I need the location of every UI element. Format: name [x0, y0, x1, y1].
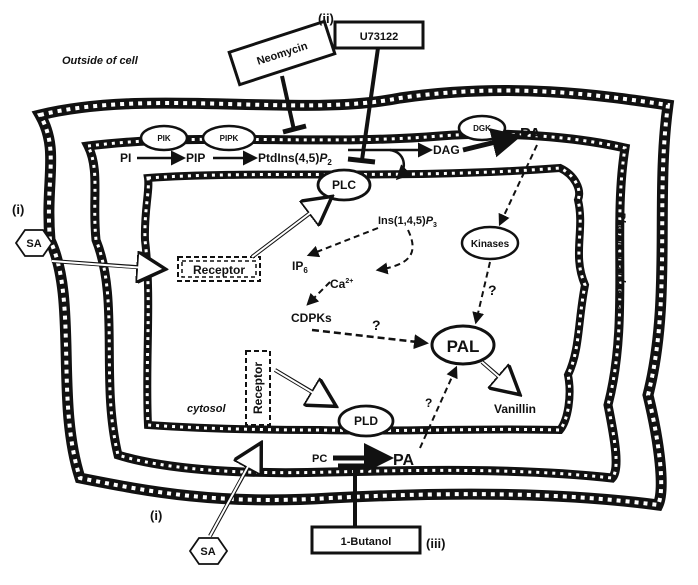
ptdins-to-ins-arrow	[389, 148, 412, 181]
q-cdpks: ?	[372, 317, 381, 333]
kinases-enzyme	[460, 225, 520, 261]
pal-label: PAL	[447, 337, 480, 356]
pa-to-kinases-arrow	[498, 144, 538, 227]
cdpks-label: CDPKs	[291, 311, 332, 325]
sa-signal-top: SA	[14, 229, 54, 257]
cytosol-boundary	[140, 163, 590, 435]
pld-label: PLD	[354, 414, 378, 428]
pa-bottom-label: PA	[393, 452, 414, 469]
vanillin-label: Vanillin	[494, 402, 536, 416]
pip-label: PIP	[186, 151, 205, 165]
cytosol-label: cytosol	[187, 403, 226, 415]
pa-top-label: PA	[520, 126, 541, 143]
marker-i-top: (i)	[12, 202, 24, 217]
ins-to-ip6-arrow	[306, 227, 379, 258]
pal-enzyme	[430, 324, 496, 366]
plc-label: PLC	[332, 178, 356, 192]
dag-to-pa-arrow	[462, 128, 522, 158]
ins-label: Ins(1,4,5)P3	[378, 215, 437, 229]
marker-iii: (iii)	[426, 536, 446, 551]
pik-label: PIK	[157, 134, 171, 143]
q-pa: ?	[425, 396, 432, 410]
butanol-inhibitor: 1-Butanol	[310, 463, 422, 555]
butanol-label: 1-Butanol	[341, 536, 392, 548]
pa-to-pal-arrow	[419, 365, 458, 449]
plc-enzyme	[316, 168, 372, 202]
plasma-membrane-label: Plasma membrane	[615, 212, 627, 309]
u73122-label: U73122	[360, 31, 399, 43]
ca-label: Ca2+	[330, 277, 353, 291]
neomycin-inhibitor: Neomycin	[227, 19, 337, 135]
ptdins-label: PtdIns(4,5)P2	[258, 151, 332, 167]
dgk-label: DGK	[473, 124, 491, 133]
sa-signal-bottom: SA	[188, 537, 229, 565]
receptor-bottom-label: Receptor	[251, 362, 265, 414]
marker-i-bottom: (i)	[150, 508, 162, 523]
pld-enzyme	[337, 404, 395, 438]
ca-to-cdpks-arrow	[306, 281, 331, 306]
marker-ii: (ii)	[318, 11, 334, 26]
dag-label: DAG	[433, 143, 460, 157]
q-kinases: ?	[488, 282, 497, 298]
plasma-membrane	[31, 84, 675, 511]
pipk-label: PIPK	[220, 134, 239, 143]
pc-label: PC	[312, 453, 327, 465]
receptor-bottom: Receptor	[245, 350, 271, 426]
outside-cell-label: Outside of cell	[62, 55, 139, 67]
cdpks-to-pal-arrow	[311, 328, 429, 350]
sa-top-label: SA	[26, 238, 41, 250]
pipk-enzyme	[201, 124, 257, 152]
receptor-top: Receptor	[177, 256, 261, 282]
pi-label: PI	[120, 151, 131, 165]
ins-to-ca-arrow	[375, 229, 414, 275]
sa-bottom-label: SA	[200, 546, 215, 558]
ip6-label: IP6	[292, 259, 308, 275]
kinases-label: Kinases	[471, 239, 510, 250]
u73122-inhibitor: U73122	[333, 20, 425, 165]
pik-enzyme	[139, 124, 189, 152]
kinases-to-pal-arrow	[472, 261, 491, 325]
receptor-top-label: Receptor	[193, 263, 245, 277]
